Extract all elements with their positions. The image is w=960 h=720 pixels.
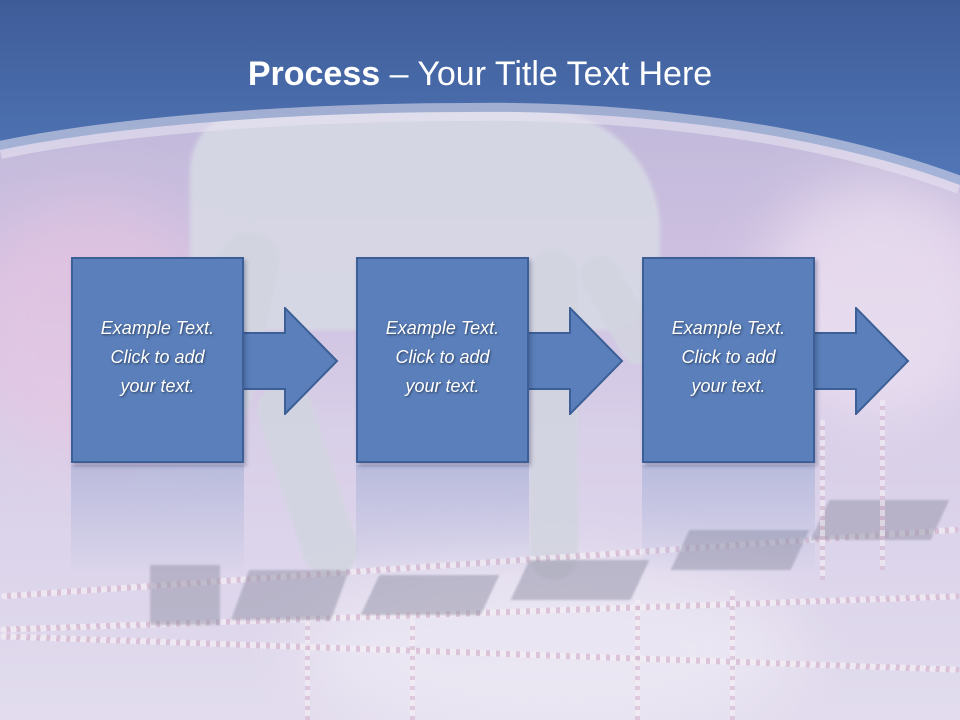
title-rest-part: – Your Title Text Here: [380, 55, 713, 93]
arrow-right-icon: [814, 307, 910, 415]
step-text[interactable]: Example Text. Click to add your text.: [385, 318, 500, 396]
box-reflection: [642, 465, 815, 575]
arrow-right-icon: [528, 307, 624, 415]
process-step-box[interactable]: Example Text. Click to add your text.: [642, 257, 815, 463]
arrow-right-icon: [243, 307, 339, 415]
header-band: [0, 0, 960, 194]
step-text[interactable]: Example Text. Click to add your text.: [100, 318, 215, 396]
process-step-box[interactable]: Example Text. Click to add your text.: [356, 257, 529, 463]
slide-title[interactable]: Process – Your Title Text Here: [0, 55, 960, 94]
box-reflection: [356, 465, 529, 575]
step-text[interactable]: Example Text. Click to add your text.: [671, 318, 786, 396]
box-reflection: [71, 465, 244, 575]
process-step-box[interactable]: Example Text. Click to add your text.: [71, 257, 244, 463]
title-bold-part: Process: [247, 55, 381, 93]
